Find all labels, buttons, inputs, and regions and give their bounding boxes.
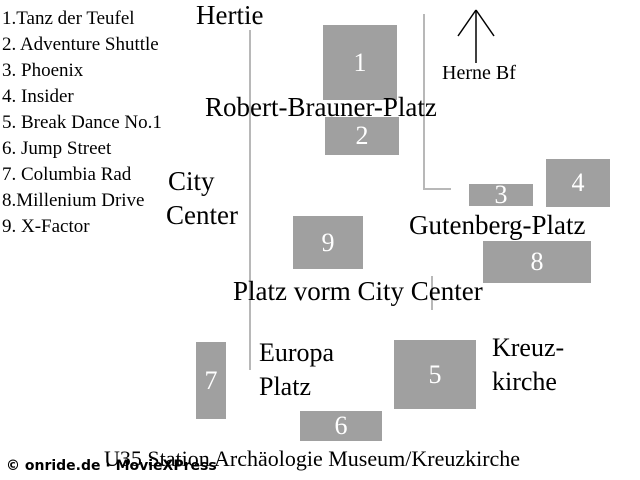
label-hertie: Hertie: [196, 0, 264, 30]
ride-block-1[interactable]: 1: [323, 25, 397, 100]
label-europa: Europa: [259, 338, 335, 367]
ride-block-8[interactable]: 8: [483, 241, 591, 283]
legend-item: 5. Break Dance No.1: [2, 112, 162, 133]
ride-block-7[interactable]: 7: [196, 342, 226, 419]
label-city: City: [168, 166, 215, 196]
ride-block-9[interactable]: 9: [293, 216, 363, 269]
ride-legend: 1.Tanz der Teufel 2. Adventure Shuttle 3…: [2, 6, 162, 240]
street-line-west: [249, 30, 251, 370]
ride-block-5[interactable]: 5: [394, 340, 476, 409]
label-herne-bf: Herne Bf: [442, 62, 516, 84]
ride-block-3[interactable]: 3: [469, 180, 533, 209]
legend-item: 4. Insider: [2, 86, 74, 107]
label-robert-brauner-platz: Robert-Brauner-Platz: [205, 92, 437, 122]
copyright-credit: © onride.de · MovieXPress: [6, 458, 217, 474]
label-kreuz: Kreuz-: [492, 333, 565, 362]
label-platz-vorm-city-center: Platz vorm City Center: [233, 276, 483, 306]
legend-item: 3. Phoenix: [2, 60, 84, 81]
legend-item: 6. Jump Street: [2, 138, 112, 159]
ride-block-4[interactable]: 4: [546, 159, 610, 207]
street-line-east: [423, 14, 425, 190]
label-platz: Platz: [259, 372, 311, 401]
ride-block-6[interactable]: 6: [300, 411, 382, 441]
label-gutenberg-platz: Gutenberg-Platz: [409, 210, 586, 240]
legend-item: 7. Columbia Rad: [2, 164, 132, 185]
label-kirche: kirche: [492, 367, 557, 396]
legend-item: 2. Adventure Shuttle: [2, 34, 159, 55]
ride-block-2[interactable]: 2: [325, 117, 399, 155]
legend-item: 1.Tanz der Teufel: [2, 8, 135, 29]
north-arrow-icon: [457, 9, 495, 63]
street-line-center: [431, 276, 433, 310]
street-line-east-bend: [423, 188, 451, 190]
label-u35-station: U35 Station Archäologie Museum/Kreuzkirc…: [104, 446, 521, 471]
label-center: Center: [166, 200, 238, 230]
legend-item: 9. X-Factor: [2, 216, 90, 237]
legend-item: 8.Millenium Drive: [2, 190, 145, 211]
